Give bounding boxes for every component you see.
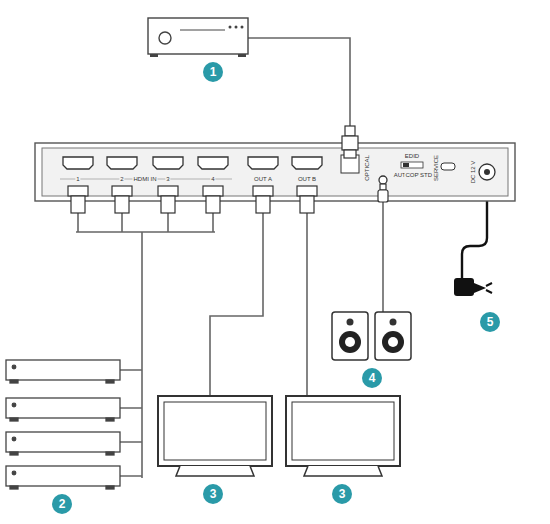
hdmi-matrix-unit	[35, 143, 515, 201]
source-cables	[120, 370, 142, 476]
port-label: 1	[75, 176, 80, 182]
optical-cable	[248, 38, 350, 128]
optical-plug	[342, 126, 358, 158]
port-label: 4	[210, 176, 215, 182]
port-label: OUT B	[297, 176, 317, 182]
av-receiver	[148, 18, 248, 57]
port-label: 2	[119, 176, 124, 182]
port-label: OPTICAL	[364, 154, 370, 182]
audio-plug	[378, 184, 388, 202]
port-label: SERVICE	[433, 154, 439, 182]
callout-number: 4	[362, 368, 382, 388]
speakers	[332, 312, 411, 360]
source-devices	[6, 360, 120, 489]
power-adapter	[454, 278, 492, 296]
out-b-cable	[306, 213, 308, 396]
port-label: HDMI IN	[133, 176, 158, 182]
port-label: 3	[165, 176, 170, 182]
port-label: DC 12 V	[470, 160, 476, 185]
hdmi-plugs	[68, 186, 317, 213]
callout-number: 5	[480, 312, 500, 332]
callout-number: 3	[203, 484, 223, 504]
port-label: OUT A	[253, 176, 273, 182]
callout-number: 2	[52, 494, 72, 514]
port-label: EDID	[404, 153, 420, 159]
callout-number: 1	[203, 62, 223, 82]
displays	[158, 396, 400, 476]
audio-cable	[382, 200, 384, 312]
port-label: STD	[419, 172, 433, 178]
out-a-cable	[210, 213, 263, 396]
callout-number: 3	[332, 484, 352, 504]
